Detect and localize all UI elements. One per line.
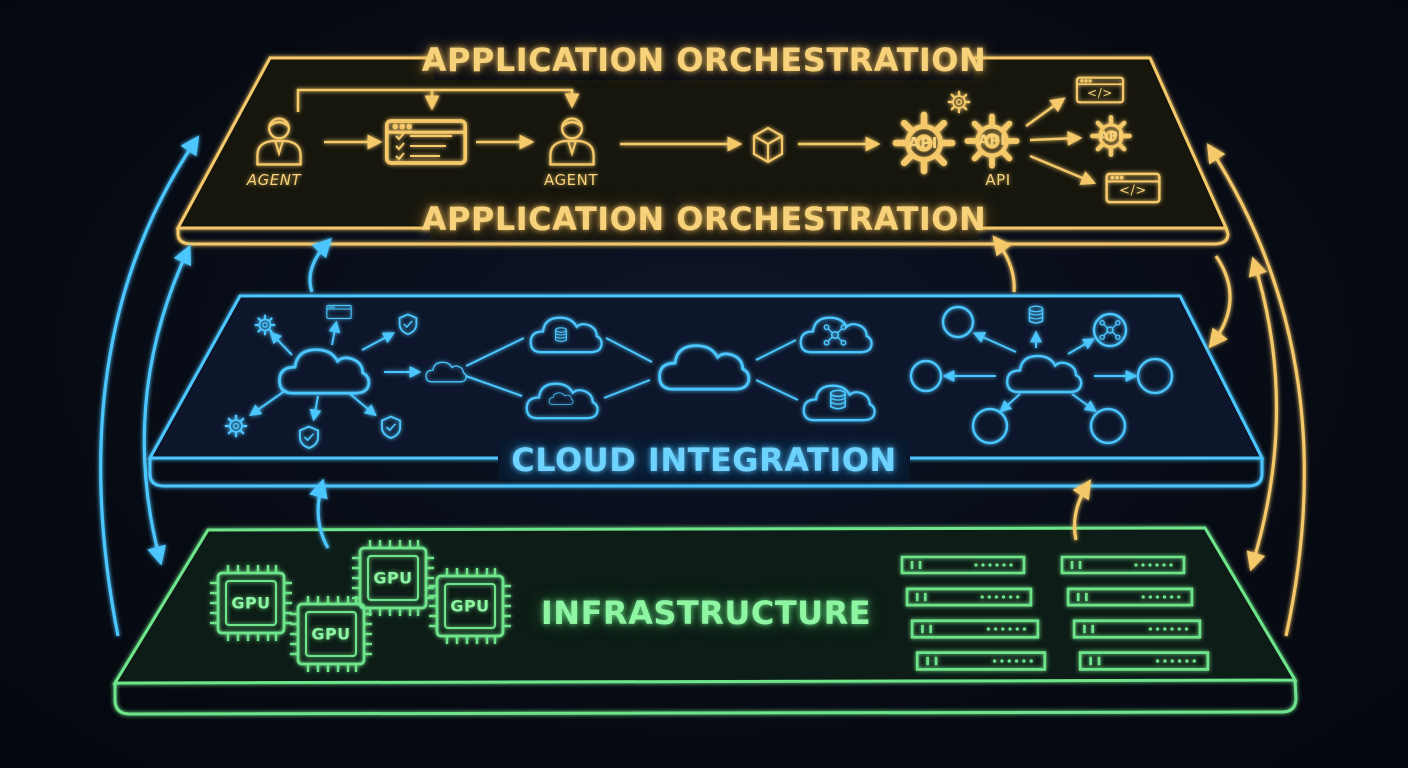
agent-label-2: AGENT xyxy=(544,171,598,189)
gpu-label-3: GPU xyxy=(450,596,490,616)
infrastructure-layer xyxy=(112,526,1298,716)
app-layer-bottom-title: APPLICATION ORCHESTRATION xyxy=(421,200,987,238)
gpu-label-4: GPU xyxy=(311,624,351,644)
network-node xyxy=(1092,312,1128,348)
code-glyph-top: </> xyxy=(1087,86,1113,100)
plugin-node xyxy=(1089,407,1127,445)
agent-workflow xyxy=(256,76,1161,204)
code-node xyxy=(971,407,1009,445)
agent-label-1: AGENT xyxy=(246,171,302,189)
api-caption: API xyxy=(985,171,1011,189)
storage-node xyxy=(941,305,975,339)
cube-icon xyxy=(752,126,784,164)
api-gear-label-3: API xyxy=(1098,129,1124,143)
title-plate xyxy=(434,40,974,80)
api-gear-label-2: API xyxy=(978,133,1006,149)
api-gear-label-1: API xyxy=(908,134,938,152)
checklist-icon xyxy=(395,132,452,161)
yellow-flow-arrows xyxy=(992,143,1306,637)
analytics-node xyxy=(909,359,943,393)
app-layer-top-title: APPLICATION ORCHESTRATION xyxy=(421,41,987,79)
title-plate xyxy=(430,200,978,240)
blue-flow-arrows xyxy=(99,135,332,637)
cloud-node xyxy=(1136,357,1174,395)
cloud-network xyxy=(224,304,1174,450)
code-glyph-bottom: </> xyxy=(1119,183,1147,199)
cloud-layer-title: CLOUD INTEGRATION xyxy=(511,441,897,479)
gpu-label-2: GPU xyxy=(373,568,413,588)
gpu-label-1: GPU xyxy=(231,593,271,613)
infrastructure-layer-title: INFRASTRUCTURE xyxy=(540,594,872,632)
title-plate xyxy=(498,440,910,480)
